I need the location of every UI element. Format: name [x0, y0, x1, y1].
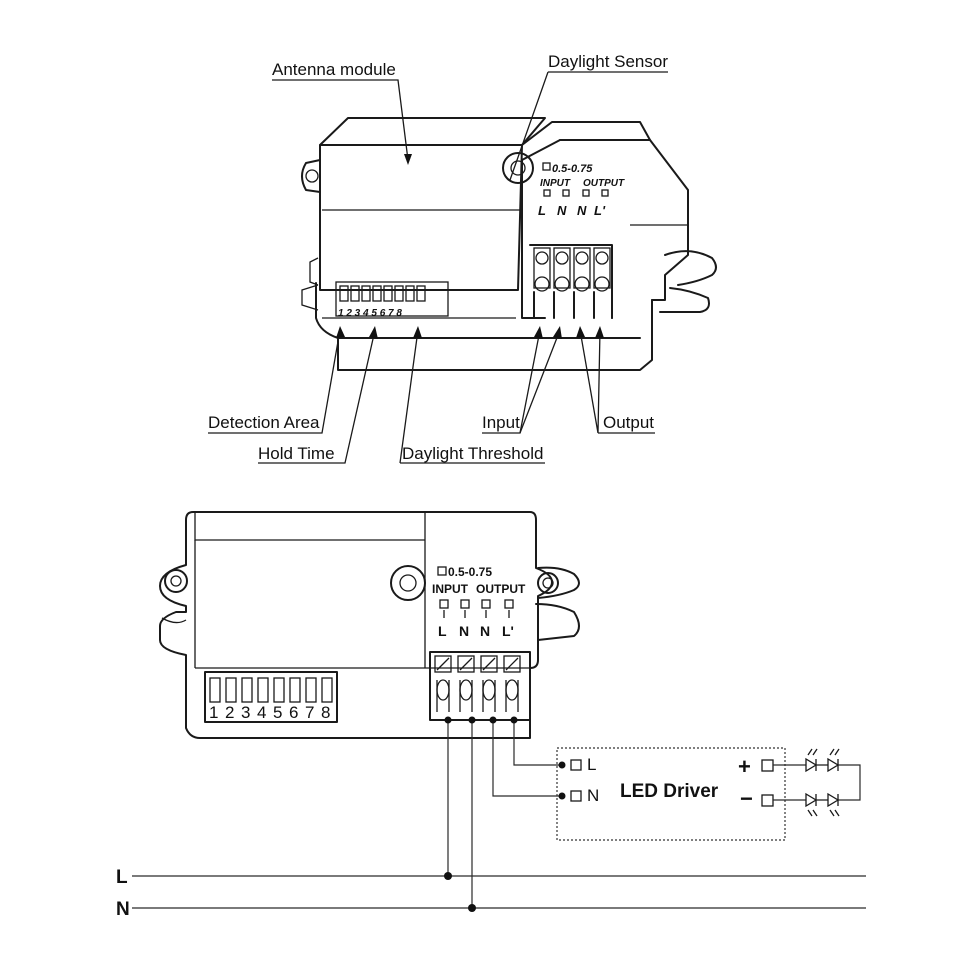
callout-arrowheads	[336, 154, 604, 339]
output-label: Output	[603, 413, 654, 432]
led-icon	[805, 748, 824, 773]
driver-terminal-n: N	[587, 786, 599, 805]
dip-number: 3	[241, 703, 250, 722]
hold-time-label: Hold Time	[258, 444, 335, 463]
led-driver: L N LED Driver + −	[556, 747, 786, 841]
top-terminal-l-prime: L'	[594, 203, 606, 218]
dip-number: 5	[273, 703, 282, 722]
led-icon	[805, 792, 824, 817]
mains-l-label: L	[116, 867, 128, 888]
terminal-l-marking: L	[438, 623, 447, 639]
module-3d-drawing: 1 2 3 4 5 6 7 8 0.5-0.75 INPUT OUTPUT L …	[301, 117, 717, 371]
top-dip-numbers: 1 2 3 4 5 6 7 8	[338, 308, 402, 319]
led-string	[773, 748, 861, 817]
wiring	[132, 716, 866, 912]
dip-number: 4	[257, 703, 266, 722]
dip-switch-numbers: 1 2 3 4 5 6 7 8	[209, 703, 330, 722]
terminal-n2-marking: N	[480, 623, 490, 639]
driver-minus-sign: −	[740, 786, 753, 811]
wire-size-label: 0.5-0.75	[448, 565, 492, 579]
led-icon	[824, 748, 840, 773]
callout-lines	[208, 71, 668, 464]
top-terminal-l: L	[538, 203, 546, 218]
terminal-l-prime-marking: L'	[502, 623, 514, 639]
top-input-label: INPUT	[540, 178, 571, 189]
dip-number: 6	[289, 703, 298, 722]
top-terminal-n: N	[557, 203, 567, 218]
daylight-sensor-label: Daylight Sensor	[548, 52, 668, 71]
module-front-view: 1 2 3 4 5 6 7 8 0.5-0.75 INPUT OUTPUT L …	[159, 511, 580, 739]
top-wire-size: 0.5-0.75	[552, 163, 593, 175]
driver-terminal-l: L	[587, 755, 596, 774]
dip-number: 1	[209, 703, 218, 722]
mains-n-label: N	[116, 899, 130, 920]
driver-plus-sign: +	[738, 754, 751, 779]
terminal-n-marking: N	[459, 623, 469, 639]
input-label: Input	[482, 413, 520, 432]
led-icon	[824, 792, 840, 817]
top-output-label: OUTPUT	[583, 178, 625, 189]
antenna-module-label: Antenna module	[272, 60, 396, 79]
top-screw-terminals	[529, 244, 613, 319]
daylight-threshold-label: Daylight Threshold	[402, 444, 543, 463]
dip-number: 7	[305, 703, 314, 722]
input-marking: INPUT	[432, 582, 469, 596]
screw-terminal-block	[429, 651, 531, 721]
led-driver-title: LED Driver	[620, 781, 719, 802]
top-terminal-n2: N	[577, 203, 587, 218]
detection-area-label: Detection Area	[208, 413, 320, 432]
dip-number: 2	[225, 703, 234, 722]
output-marking: OUTPUT	[476, 582, 526, 596]
dip-number: 8	[321, 703, 330, 722]
